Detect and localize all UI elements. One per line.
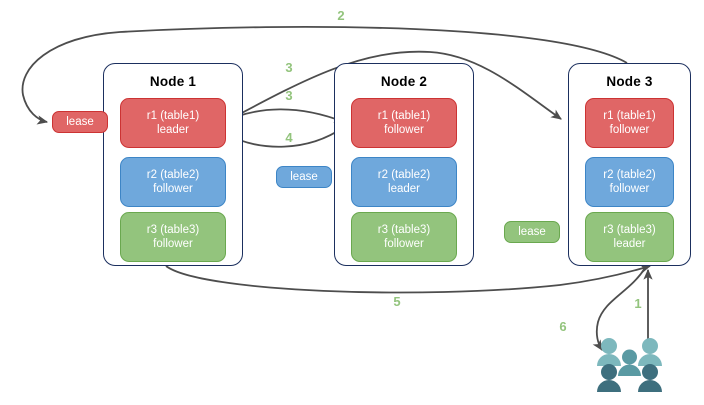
node-2-replica-r3-role: follower [384,238,424,250]
step-label-2: 2 [337,8,345,23]
arrow-step-5 [165,264,652,294]
node-2[interactable]: Node 2 r1 (table1) follower r2 (table2) … [334,63,474,266]
node-3-replica-r1[interactable]: r1 (table1) follower [585,98,674,148]
node-2-replica-r2[interactable]: r2 (table2) leader [351,157,457,207]
node-3-replica-r2[interactable]: r2 (table2) follower [585,157,674,207]
node-3-replica-r2-table: r2 (table2) [603,169,656,181]
node-1-replica-r2-role: follower [153,183,193,195]
step-label-5: 5 [393,294,401,309]
node-2-replica-r1[interactable]: r1 (table1) follower [351,98,457,148]
node-1-replica-r1[interactable]: r1 (table1) leader [120,98,226,148]
arrow-step-2 [21,26,628,125]
lease-green[interactable]: lease [504,221,560,243]
node-2-replica-r2-table: r2 (table2) [377,169,431,181]
node-1-replica-r3-table: r3 (table3) [146,224,200,236]
step-label-3b: 3 [285,88,293,103]
node-2-replica-r1-table: r1 (table1) [377,110,431,122]
node-2-replica-r2-role: leader [388,183,420,195]
node-1-replica-r1-role: leader [157,124,189,136]
lease-red[interactable]: lease [52,111,108,133]
node-1-replica-r3-role: follower [153,238,193,250]
step-label-4: 4 [285,130,293,145]
node-1-replica-r2[interactable]: r2 (table2) follower [120,157,226,207]
node-2-replica-r3[interactable]: r3 (table3) follower [351,212,457,262]
step-label-6: 6 [559,319,567,334]
lease-blue[interactable]: lease [276,166,332,188]
node-1-replica-r1-table: r1 (table1) [146,110,200,122]
node-3-replica-r1-role: follower [609,124,650,136]
node-1[interactable]: Node 1 r1 (table1) leader r2 (table2) fo… [103,63,243,266]
node-3-replica-r2-role: follower [609,183,650,195]
node-2-replica-r1-role: follower [384,124,424,136]
node-1-replica-r3[interactable]: r3 (table3) follower [120,212,226,262]
step-label-1: 1 [634,296,642,311]
node-3-replica-r1-table: r1 (table1) [603,110,656,122]
node-2-replica-r3-table: r3 (table3) [377,224,431,236]
node-3-replica-r3-table: r3 (table3) [603,224,656,236]
arrow-step-6 [592,267,646,351]
node-2-title: Node 2 [380,74,428,89]
step-label-3a: 3 [285,60,293,75]
node-3[interactable]: Node 3 r1 (table1) follower r2 (table2) … [568,63,691,266]
node-3-title: Node 3 [606,74,653,89]
node-3-replica-r3[interactable]: r3 (table3) leader [585,212,674,262]
node-3-replica-r3-role: leader [613,238,646,250]
arrow-step-3-to-node3 [220,50,562,125]
node-1-title: Node 1 [149,74,197,89]
node-1-replica-r2-table: r2 (table2) [146,169,200,181]
users-icon [597,338,662,392]
